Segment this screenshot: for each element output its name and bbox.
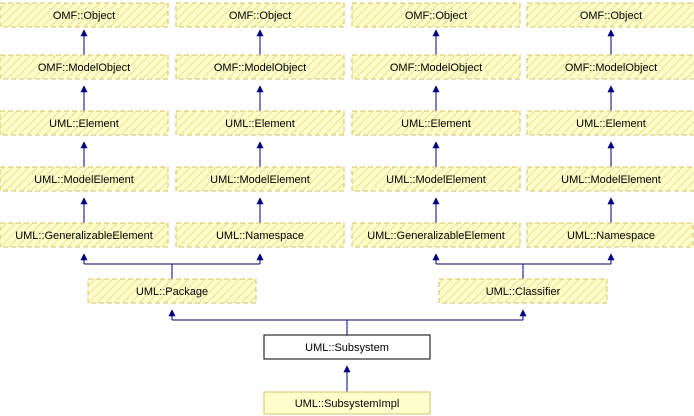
- svg-text:UML::Package: UML::Package: [136, 286, 208, 298]
- node-uml-modelelement-4[interactable]: UML::ModelElement: [526, 166, 694, 192]
- node-omf-modelobject-4[interactable]: OMF::ModelObject: [526, 54, 694, 80]
- node-uml-element-4[interactable]: UML::Element: [526, 110, 694, 136]
- svg-text:OMF::ModelObject: OMF::ModelObject: [38, 62, 130, 74]
- svg-text:UML::Element: UML::Element: [225, 118, 295, 130]
- svg-text:OMF::ModelObject: OMF::ModelObject: [214, 62, 306, 74]
- node-omf-object-1[interactable]: OMF::Object: [0, 2, 169, 28]
- node-uml-element-2[interactable]: UML::Element: [175, 110, 345, 136]
- node-uml-modelelement-1[interactable]: UML::ModelElement: [0, 166, 169, 192]
- svg-text:UML::Subsystem: UML::Subsystem: [305, 342, 389, 354]
- node-omf-modelobject-1[interactable]: OMF::ModelObject: [0, 54, 169, 80]
- node-uml-modelelement-2[interactable]: UML::ModelElement: [175, 166, 345, 192]
- svg-text:UML::Element: UML::Element: [401, 118, 471, 130]
- svg-text:OMF::Object: OMF::Object: [229, 10, 291, 22]
- node-uml-classifier[interactable]: UML::Classifier: [438, 278, 608, 304]
- svg-text:UML::SubsystemImpl: UML::SubsystemImpl: [295, 398, 400, 410]
- node-uml-package[interactable]: UML::Package: [87, 278, 257, 304]
- node-uml-modelelement-3[interactable]: UML::ModelElement: [351, 166, 521, 192]
- node-omf-object-2[interactable]: OMF::Object: [175, 2, 345, 28]
- svg-text:OMF::ModelObject: OMF::ModelObject: [390, 62, 482, 74]
- node-uml-subsystem[interactable]: UML::Subsystem: [263, 334, 431, 360]
- svg-text:UML::Element: UML::Element: [49, 118, 119, 130]
- node-uml-generalizableelement-1[interactable]: UML::GeneralizableElement: [0, 222, 169, 248]
- svg-text:UML::GeneralizableElement: UML::GeneralizableElement: [367, 230, 505, 242]
- svg-text:UML::ModelElement: UML::ModelElement: [386, 174, 486, 186]
- node-uml-namespace-2[interactable]: UML::Namespace: [526, 222, 694, 248]
- node-omf-modelobject-3[interactable]: OMF::ModelObject: [351, 54, 521, 80]
- node-omf-object-3[interactable]: OMF::Object: [351, 2, 521, 28]
- svg-text:UML::ModelElement: UML::ModelElement: [210, 174, 310, 186]
- node-omf-object-4[interactable]: OMF::Object: [526, 2, 694, 28]
- svg-text:OMF::Object: OMF::Object: [53, 10, 115, 22]
- node-uml-namespace-1[interactable]: UML::Namespace: [175, 222, 345, 248]
- node-omf-modelobject-2[interactable]: OMF::ModelObject: [175, 54, 345, 80]
- node-uml-generalizableelement-2[interactable]: UML::GeneralizableElement: [351, 222, 521, 248]
- svg-text:UML::ModelElement: UML::ModelElement: [561, 174, 661, 186]
- node-uml-subsystemimpl[interactable]: UML::SubsystemImpl: [263, 391, 431, 415]
- svg-text:UML::Classifier: UML::Classifier: [486, 286, 561, 298]
- svg-text:UML::Namespace: UML::Namespace: [567, 230, 655, 242]
- svg-text:OMF::ModelObject: OMF::ModelObject: [565, 62, 657, 74]
- svg-text:UML::Namespace: UML::Namespace: [216, 230, 304, 242]
- inheritance-edges: [80, 29, 615, 392]
- svg-text:UML::GeneralizableElement: UML::GeneralizableElement: [15, 230, 153, 242]
- node-uml-element-1[interactable]: UML::Element: [0, 110, 169, 136]
- svg-text:UML::ModelElement: UML::ModelElement: [34, 174, 134, 186]
- svg-text:OMF::Object: OMF::Object: [580, 10, 642, 22]
- node-uml-element-3[interactable]: UML::Element: [351, 110, 521, 136]
- svg-text:UML::Element: UML::Element: [576, 118, 646, 130]
- svg-text:OMF::Object: OMF::Object: [405, 10, 467, 22]
